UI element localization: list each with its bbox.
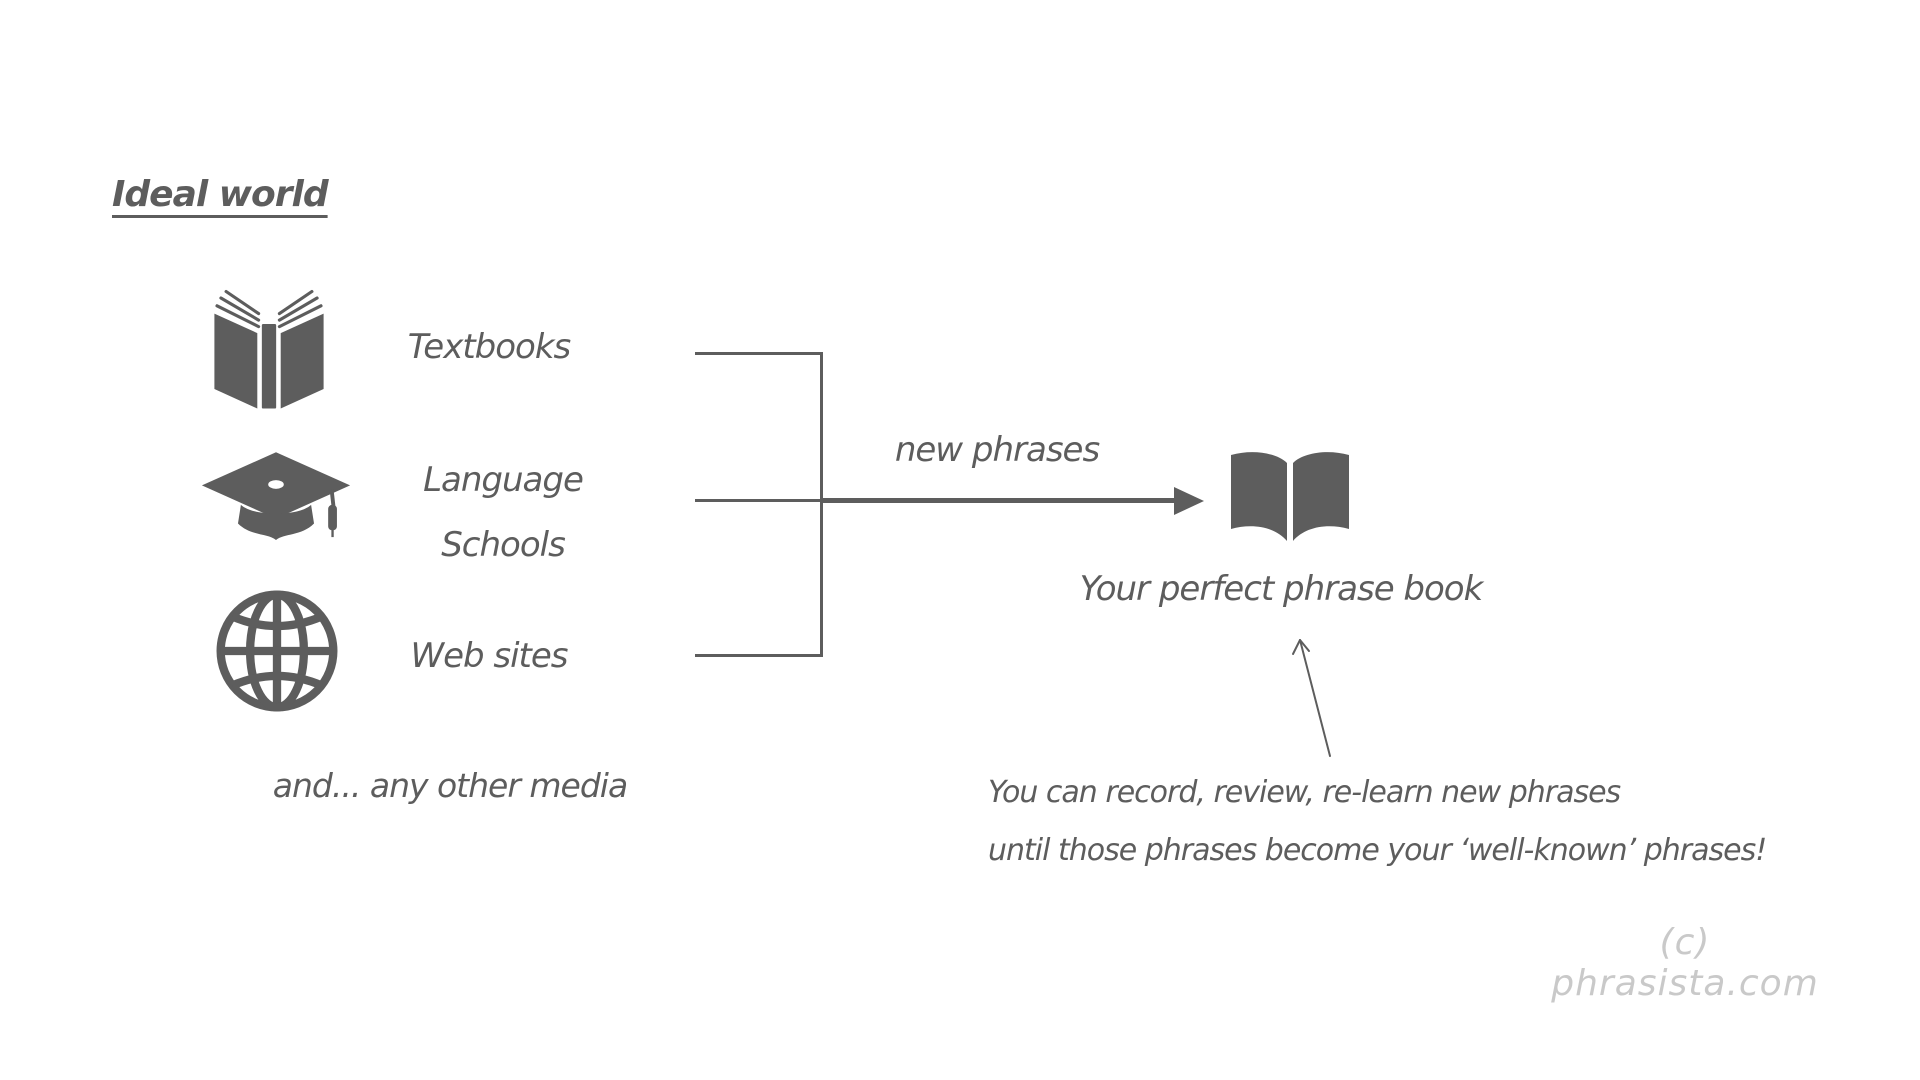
annotation-arrow-icon (1285, 628, 1345, 763)
result-label: Your perfect phrase book (1079, 569, 1484, 609)
main-arrow-head-icon (1174, 487, 1204, 515)
source-label-language-schools-line1: Language (423, 460, 584, 500)
page-title: Ideal world (112, 174, 329, 215)
graduation-cap-icon (198, 446, 354, 558)
source-label-textbooks: Textbooks (407, 327, 572, 367)
annotation-line1: You can record, review, re-learn new phr… (988, 775, 1621, 810)
connector-line-textbooks (695, 352, 823, 355)
source-label-language-schools: Language Schools (353, 448, 653, 578)
main-arrow-shaft (823, 498, 1175, 503)
arrow-label: new phrases (894, 430, 1100, 470)
annotation-text: You can record, review, re-learn new phr… (988, 764, 1767, 880)
connector-line-language-schools (695, 499, 823, 502)
watermark: (c) phrasista.com (1551, 922, 1819, 1004)
annotation-line2: until those phrases become your ‘well-kn… (988, 833, 1767, 868)
other-media-note: and... any other media (272, 766, 628, 805)
open-book-icon (1225, 447, 1355, 553)
source-label-web-sites: Web sites (410, 636, 568, 676)
bracket-vertical-line (820, 352, 823, 657)
textbook-icon (204, 284, 334, 416)
source-label-language-schools-line2: Schools (441, 525, 566, 565)
connector-line-web-sites (695, 654, 823, 657)
globe-icon (213, 587, 341, 715)
